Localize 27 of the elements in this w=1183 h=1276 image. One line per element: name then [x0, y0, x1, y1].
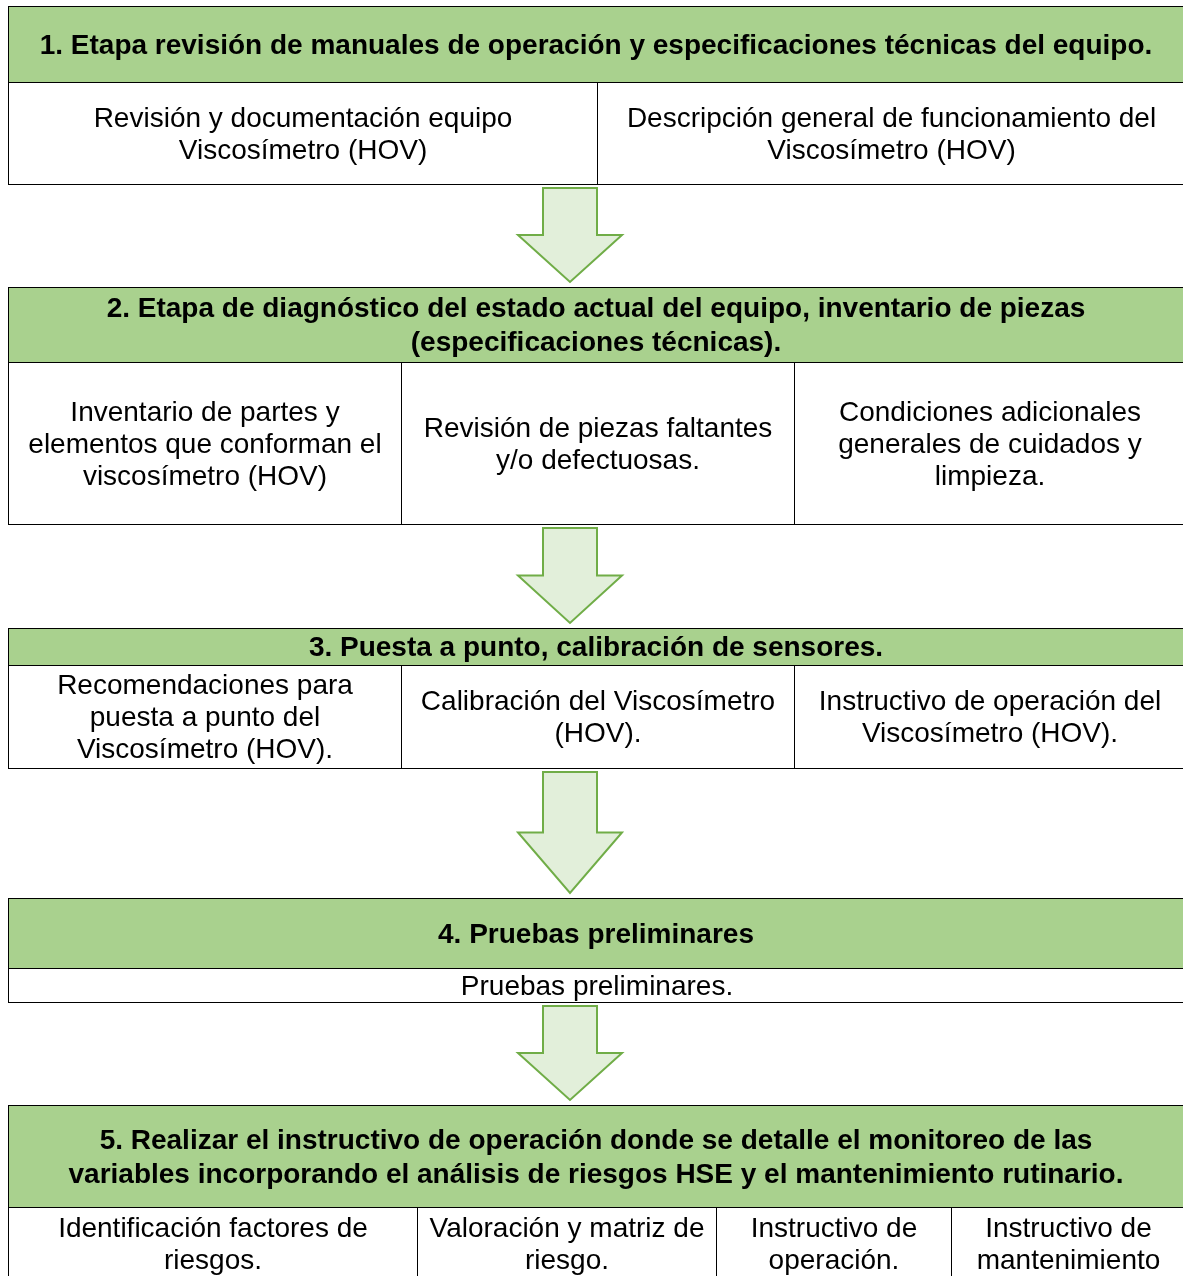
stage-table	[8, 898, 1183, 1003]
cell-text: Instructivo de operación del Viscosímetro (HOV).	[817, 685, 1163, 749]
stage-heading: 3. Puesta a punto, calibración de sensores.	[308, 630, 884, 664]
block-arrow	[515, 187, 625, 284]
block-arrow	[515, 771, 625, 895]
cell-text: Instructivo de operación.	[749, 1211, 919, 1276]
cell-text: Identificación factores de riesgos.	[57, 1211, 369, 1276]
cell-text: Recomendaciones para puesta a punto del Viscosímetro (HOV).	[56, 669, 354, 765]
block-arrow	[515, 527, 625, 625]
cell-text: Instructivo de mantenimiento	[975, 1211, 1162, 1276]
stage-table	[8, 628, 1183, 769]
cell-text: Calibración del Viscosímetro (HOV).	[419, 685, 777, 749]
cell-text: Revisión de piezas faltantes y/o defectuosas.	[422, 411, 774, 476]
cell-text: Inventario de partes y elementos que conforman el viscosímetro (HOV)	[27, 395, 383, 492]
cell-text: Descripción general de funcionamiento del Viscosímetro (HOV)	[625, 101, 1158, 166]
stage-heading: 5. Realizar el instructivo de operación donde se detalle el monitoreo de las variables incorporando el análisis de riesgos HSE y el mantenimiento rutinario.	[67, 1122, 1125, 1191]
stage-heading: 2. Etapa de diagnóstico del estado actual del equipo, inventario de piezas (especificaciones técnicas).	[105, 291, 1087, 359]
cell-text: Revisión y documentación equipo Viscosímetro (HOV)	[92, 101, 514, 166]
stage-heading: 1. Etapa revisión de manuales de operación y especificaciones técnicas del equipo.	[39, 27, 1153, 62]
stage-table	[8, 6, 1183, 185]
stage-table	[8, 1105, 1183, 1276]
block-arrow	[515, 1005, 625, 1102]
stage-heading: 4. Pruebas preliminares	[438, 916, 754, 951]
cell-text: Valoración y matriz de riesgo.	[428, 1211, 706, 1276]
stage-table	[8, 287, 1183, 525]
cell-text: Condiciones adicionales generales de cuidados y limpieza.	[837, 395, 1143, 492]
cell-text: Pruebas preliminares.	[460, 969, 734, 1002]
